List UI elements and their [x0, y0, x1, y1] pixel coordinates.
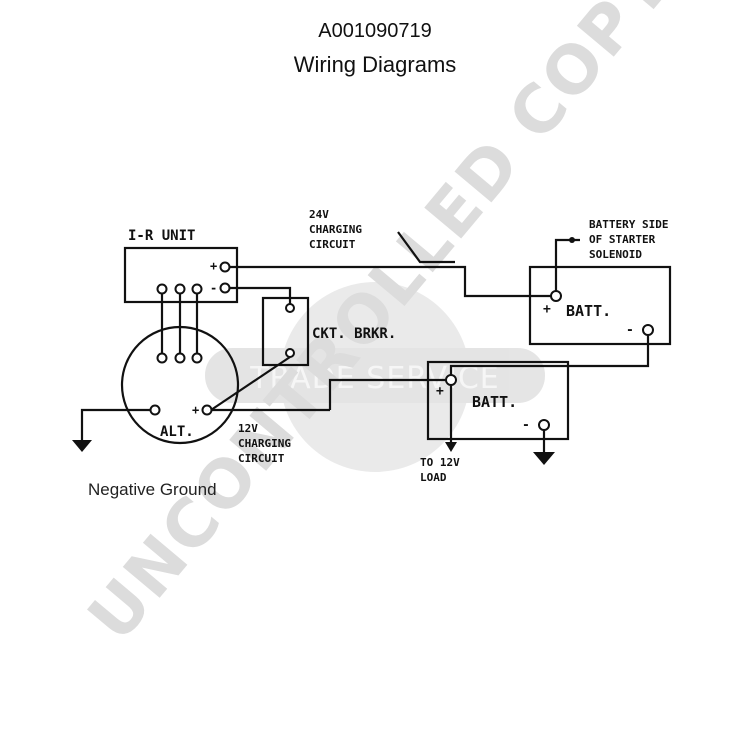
svg-text:BATTERY SIDE: BATTERY SIDE [589, 218, 668, 231]
batt-upper-label: BATT. [566, 302, 611, 320]
svg-text:CHARGING: CHARGING [309, 223, 362, 236]
svg-text:CIRCUIT: CIRCUIT [309, 238, 356, 251]
load-12v-label: TO 12V LOAD [420, 456, 460, 484]
battery-upper [528, 265, 672, 346]
svg-text:CHARGING: CHARGING [238, 437, 291, 450]
svg-text:TO 12V: TO 12V [420, 456, 460, 469]
ir-unit-label: I-R UNIT [128, 228, 195, 244]
ir-unit-plus: + [210, 259, 217, 273]
svg-text:CIRCUIT: CIRCUIT [238, 452, 285, 465]
alt-label: ALT. [160, 424, 194, 440]
svg-text:24V: 24V [309, 208, 329, 221]
svg-text:OF STARTER: OF STARTER [589, 233, 656, 246]
alt-plus: + [192, 403, 199, 417]
page-title: Wiring Diagrams [293, 52, 457, 77]
batt-lower-minus: - [522, 418, 530, 433]
battery-side-label: BATTERY SIDE OF STARTER SOLENOID [589, 218, 668, 261]
charging-12v-label: 12V CHARGING CIRCUIT [238, 422, 291, 465]
batt-lower-label: BATT. [472, 393, 517, 411]
ground-symbol-alt [72, 440, 92, 452]
ir-unit [123, 246, 239, 304]
svg-text:12V: 12V [238, 422, 258, 435]
batt-lower-plus: + [436, 384, 444, 399]
charging-24v-label: 24V CHARGING CIRCUIT [309, 208, 362, 251]
svg-text:LOAD: LOAD [420, 471, 447, 484]
ckt-brkr-label: CKT. BRKR. [312, 326, 396, 342]
diagram-caption: Negative Ground [88, 480, 217, 499]
document-id: A001090719 [318, 20, 432, 42]
ground-symbol-batt [533, 452, 555, 465]
svg-text:SOLENOID: SOLENOID [589, 248, 642, 261]
batt-upper-minus: - [626, 323, 634, 338]
ir-unit-minus: - [210, 281, 217, 295]
batt-upper-plus: + [543, 302, 551, 317]
